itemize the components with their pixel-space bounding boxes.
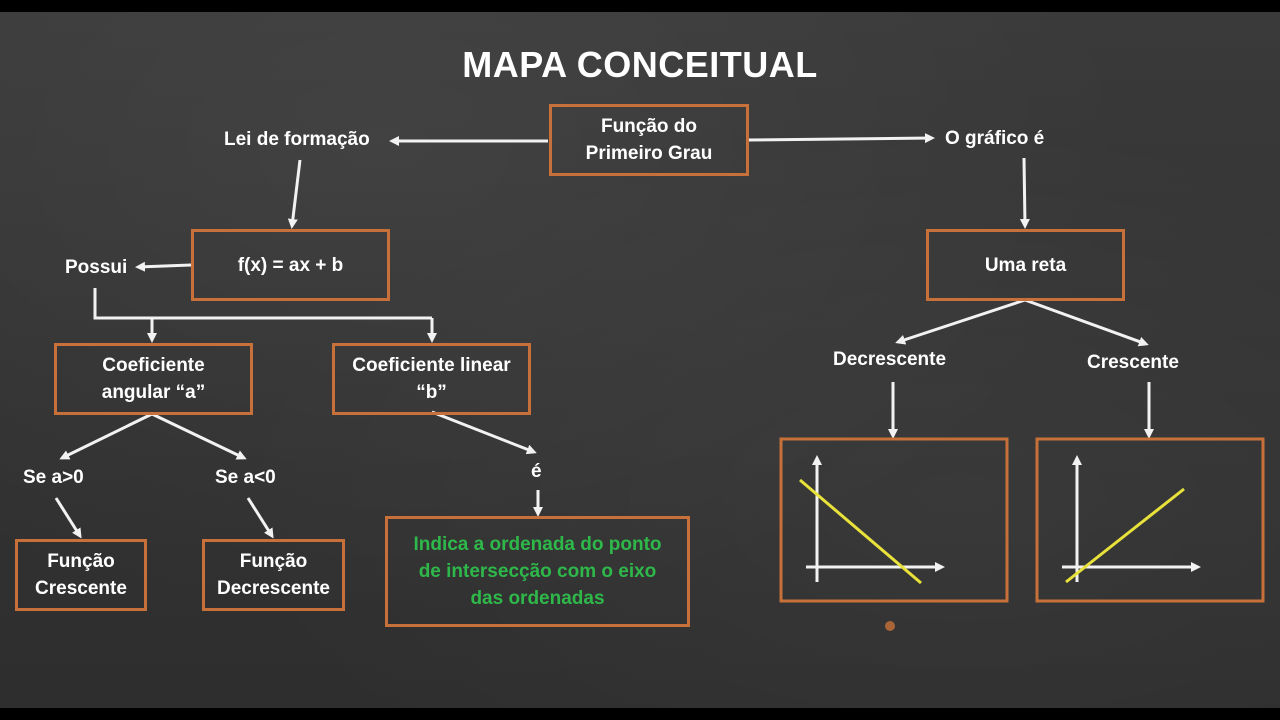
node-formula: f(x) = ax + b <box>191 229 390 301</box>
arrow-coef-b-to-e <box>431 410 537 455</box>
node-coef-a: Coeficiente angular “a” <box>54 343 253 415</box>
label-lei-formacao: Lei de formação <box>224 129 370 150</box>
arrow-se-pos-to-cresc <box>54 497 82 539</box>
node-coef-b: Coeficiente linear “b” <box>332 343 531 415</box>
arrow-root-to-grafico <box>747 133 935 144</box>
arrow-coef-a-to-se-neg <box>151 412 247 460</box>
line-possui-branch <box>93 288 432 320</box>
node-indica-ordenada: Indica a ordenada do ponto de intersecçã… <box>385 516 690 627</box>
label-crescente: Crescente <box>1087 352 1179 373</box>
label-se-a-positivo: Se a>0 <box>23 467 84 488</box>
page-title: MAPA CONCEITUAL <box>462 44 818 85</box>
chalkboard-background <box>0 12 1280 708</box>
arrow-coef-a-to-se-pos <box>59 412 153 460</box>
node-uma-reta: Uma reta <box>926 229 1125 301</box>
label-se-a-negativo: Se a<0 <box>215 467 276 488</box>
label-possui: Possui <box>65 257 128 278</box>
node-root: Função do Primeiro Grau <box>549 104 749 176</box>
increasing-graph <box>1035 437 1265 603</box>
cursor-dot <box>885 621 895 631</box>
arrow-formula-to-possui <box>135 261 192 272</box>
node-funcao-crescente: Função Crescente <box>15 539 147 611</box>
arrow-grafico-to-reta <box>1019 157 1030 229</box>
arrow-reta-to-decrescente <box>895 298 1026 345</box>
label-e: é <box>531 461 542 482</box>
increasing-line <box>1065 487 1185 584</box>
arrow-se-neg-to-decresc <box>246 497 274 539</box>
label-grafico: O gráfico é <box>945 128 1045 149</box>
decreasing-line <box>799 478 922 585</box>
arrow-reta-to-crescente <box>1024 298 1149 347</box>
node-funcao-decrescente: Função Decrescente <box>202 539 345 611</box>
label-decrescente: Decrescente <box>833 349 947 370</box>
decreasing-graph <box>779 437 1009 603</box>
arrow-lei-to-formula <box>287 159 302 229</box>
